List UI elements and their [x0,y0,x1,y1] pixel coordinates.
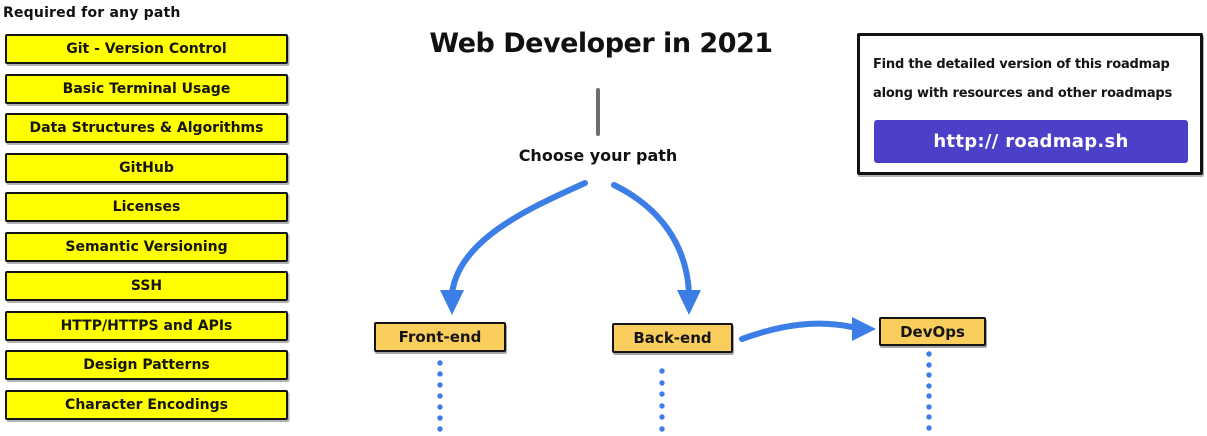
path-node-frontend[interactable]: Front-end [374,322,506,352]
dotted-line-devops [926,351,932,431]
roadmap-url-button[interactable]: http:// roadmap.sh [874,120,1188,163]
page-title: Web Developer in 2021 [429,28,773,59]
choose-path-label: Choose your path [518,146,678,165]
title-connector-line [596,88,600,136]
topic-box-semantic-versioning[interactable]: Semantic Versioning [5,231,288,262]
required-topics-list: Git - Version Control Basic Terminal Usa… [5,34,288,420]
dotted-line-frontend [437,360,443,432]
arrow-to-frontend [449,180,588,297]
arrowhead-backend [677,290,701,315]
arrowhead-devops [852,317,876,341]
info-box-line1: Find the detailed version of this roadma… [873,57,1170,72]
topic-box-licenses[interactable]: Licenses [5,192,288,222]
path-node-backend[interactable]: Back-end [612,323,733,353]
arrow-to-devops [739,320,855,342]
topic-box-github[interactable]: GitHub [5,152,288,183]
arrowhead-frontend [440,290,464,315]
required-section-heading: Required for any path [3,5,181,21]
topic-box-design-patterns[interactable]: Design Patterns [5,350,288,380]
topic-box-character-encodings[interactable]: Character Encodings [5,389,288,420]
topic-box-http-apis[interactable]: HTTP/HTTPS and APIs [5,310,288,341]
topic-box-data-structures[interactable]: Data Structures & Algorithms [5,113,288,143]
topic-box-ssh[interactable]: SSH [5,271,288,301]
path-node-devops[interactable]: DevOps [879,317,986,346]
topic-box-git[interactable]: Git - Version Control [5,34,288,64]
topic-box-terminal[interactable]: Basic Terminal Usage [5,73,288,104]
arrow-to-backend [611,182,692,297]
info-box-line2: along with resources and other roadmaps [873,86,1173,101]
dotted-line-backend [659,368,665,432]
info-box: Find the detailed version of this roadma… [857,33,1203,175]
